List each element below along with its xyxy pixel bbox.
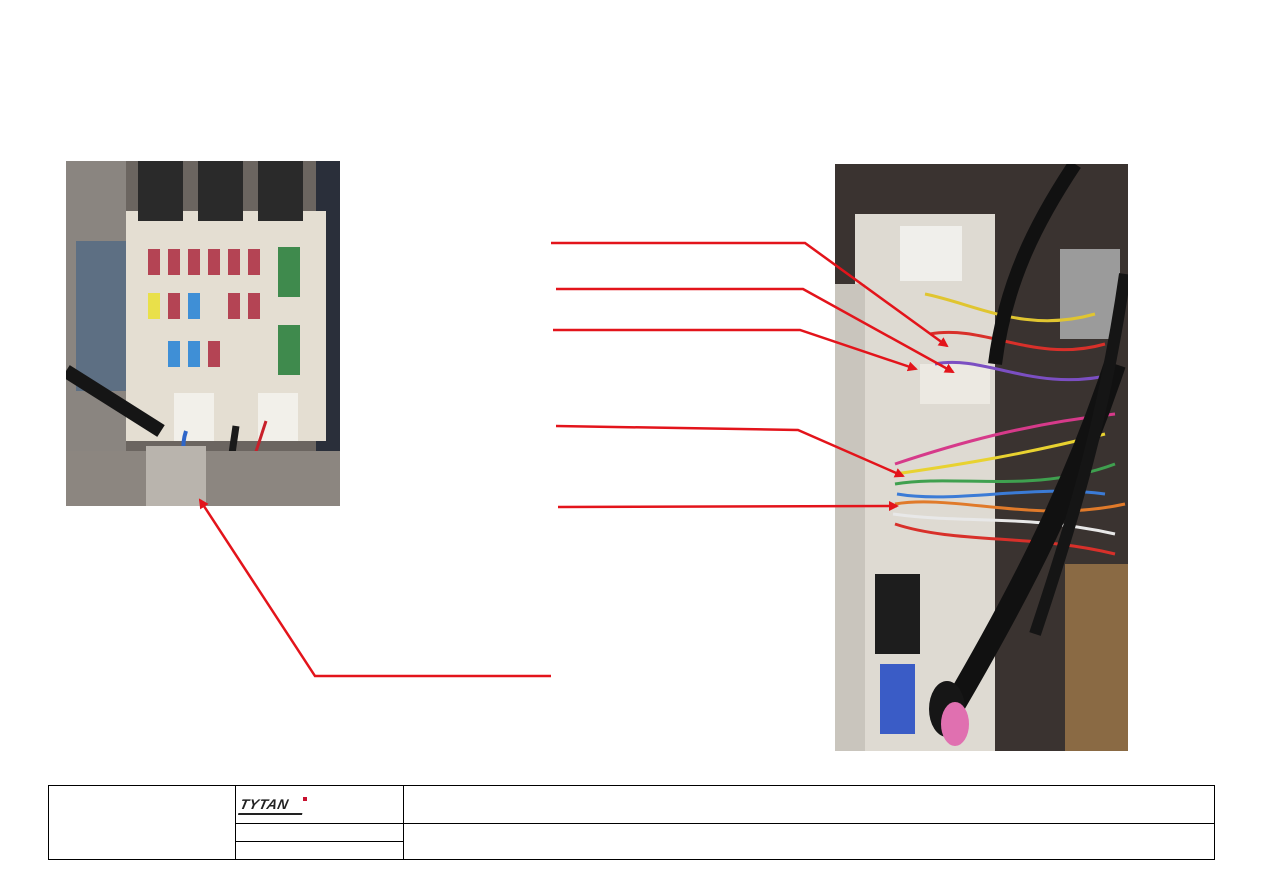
arrow-6 (198, 498, 551, 678)
footer-cell-left (49, 786, 236, 859)
wiring-harness-illustration (835, 164, 1128, 751)
tytan-logo-text: TYTAN (238, 796, 291, 812)
footer-cell-logo (236, 786, 404, 824)
wiring-harness-photo (835, 164, 1128, 751)
fuse-box-illustration (66, 161, 340, 506)
footer-cell-description (404, 824, 1214, 859)
footer-title-block (48, 785, 1215, 860)
fuse-box-photo (66, 161, 340, 506)
footer-cell-title (404, 786, 1214, 824)
footer-cell-mid-1 (236, 824, 404, 842)
tytan-logo-accent (303, 797, 307, 801)
tytan-logo: TYTAN (237, 796, 306, 815)
footer-cell-mid-2 (236, 842, 404, 859)
